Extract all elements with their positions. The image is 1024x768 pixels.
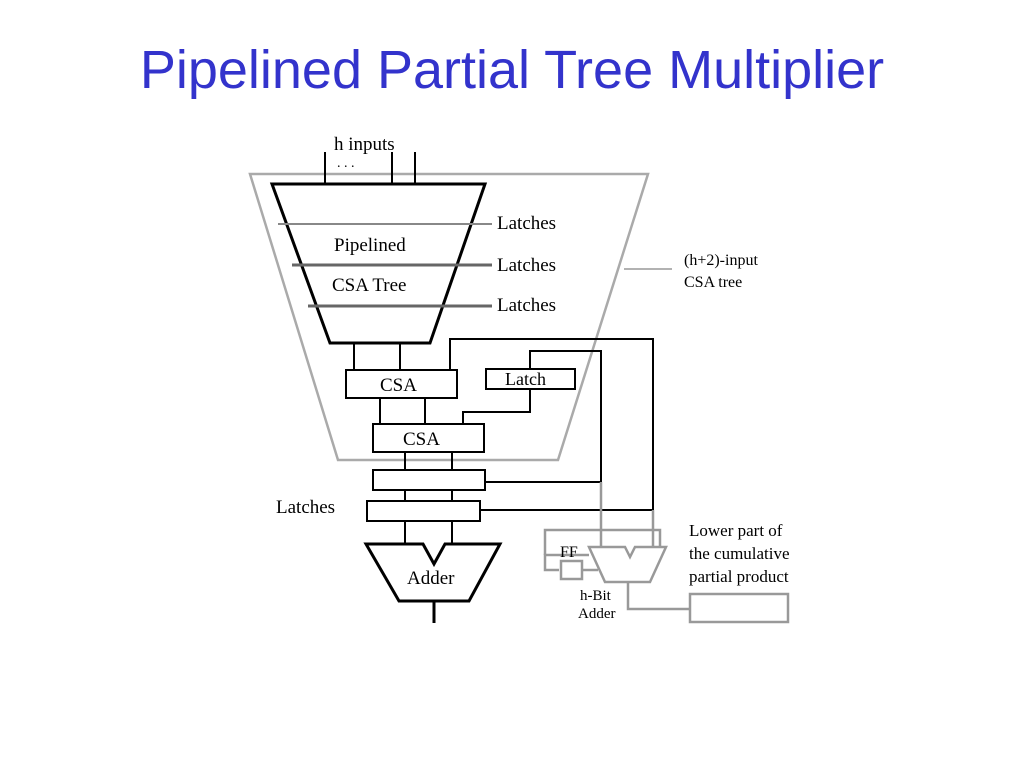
adder-label: Adder xyxy=(407,568,455,589)
csa2-to-latches-wires xyxy=(404,452,453,470)
latch-label: Latch xyxy=(505,369,546,389)
hbit-adder xyxy=(587,545,668,584)
pipelined-csa-tree xyxy=(269,182,488,345)
adder xyxy=(363,542,503,603)
ff-box xyxy=(559,559,584,581)
lower-part-label-line3: partial product xyxy=(689,567,789,586)
outer-tree-label-line1: (h+2)-input xyxy=(684,252,758,269)
latches-label-3: Latches xyxy=(497,295,556,316)
latch-to-latch-wires xyxy=(404,490,453,544)
csa-label-2: CSA xyxy=(403,429,440,450)
input-lines xyxy=(324,152,416,184)
csa-label-1: CSA xyxy=(380,375,417,396)
hbit-output-wire xyxy=(626,582,690,611)
latch-feedback-wire xyxy=(485,350,602,483)
outer-tree-label-line2: CSA tree xyxy=(684,274,742,291)
latches-label-2: Latches xyxy=(497,255,556,276)
inputs-ellipsis: . . . xyxy=(337,156,355,171)
hbit-adder-group xyxy=(543,482,790,624)
tree-to-csa-wires xyxy=(353,343,401,370)
ff-label: FF xyxy=(560,544,578,561)
inputs-label: h inputs xyxy=(334,134,395,155)
ff-feedback-wire xyxy=(543,553,589,572)
lower-part-label-line2: the cumulative xyxy=(689,544,790,563)
latch-register-2 xyxy=(366,500,481,522)
hbit-adder-label-line1: h-Bit xyxy=(580,588,612,604)
csa-box-1 xyxy=(345,369,458,399)
latch-to-csa2-wire xyxy=(462,389,531,424)
tree-label-line1: Pipelined xyxy=(334,235,406,256)
slide-title: Pipelined Partial Tree Multiplier xyxy=(139,40,885,100)
feedback-wire-outer xyxy=(449,338,654,511)
tree-label-line2: CSA Tree xyxy=(332,275,406,296)
hbit-adder-label-line2: Adder xyxy=(578,606,616,622)
latches-label-1: Latches xyxy=(497,213,556,234)
csa1-to-csa2-wires xyxy=(379,398,426,424)
lower-part-label-line1: Lower part of xyxy=(689,521,783,540)
bottom-latches-label: Latches xyxy=(276,497,335,518)
latch-register-1 xyxy=(372,469,486,491)
hbit-top-frame xyxy=(543,528,662,555)
outer-csa-tree-outline xyxy=(248,172,650,462)
csa-box-2 xyxy=(372,423,485,453)
lower-part-register xyxy=(688,592,790,624)
